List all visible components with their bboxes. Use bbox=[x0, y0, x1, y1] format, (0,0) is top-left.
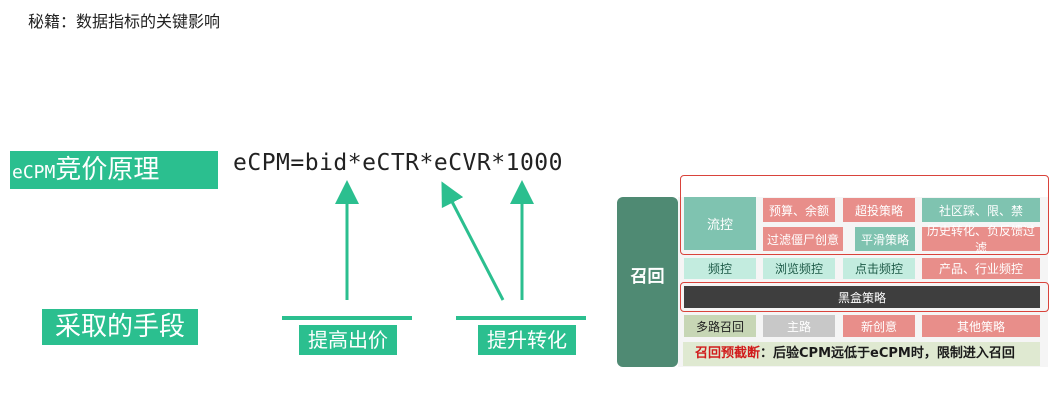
cell-blackbox: 黑盒策略 bbox=[684, 286, 1040, 308]
ecpm-principle-badge: eCPM竞价原理 bbox=[10, 151, 218, 189]
page-title: 秘籍：数据指标的关键影响 bbox=[28, 12, 221, 31]
ecpm-formula: eCPM=bid*eCTR*eCVR*1000 bbox=[233, 150, 563, 176]
highlight-box-top bbox=[680, 175, 1049, 255]
cell-budget: 预算、余额 bbox=[763, 198, 835, 222]
arrow-ectr bbox=[441, 181, 505, 301]
cell-history-filter: 历史转化、负反馈过滤 bbox=[922, 224, 1040, 255]
cell-other-strategy: 其他策略 bbox=[922, 315, 1040, 337]
ecpm-suffix: 竞价原理 bbox=[55, 155, 160, 185]
notice-red-text: 召回预截断 bbox=[695, 346, 761, 361]
cell-view-freq: 浏览频控 bbox=[763, 258, 835, 279]
recall-panel bbox=[617, 197, 678, 367]
improve-conversion-badge: 提升转化 bbox=[478, 325, 576, 355]
cell-multi-recall: 多路召回 bbox=[684, 315, 756, 337]
cell-click-freq: 点击频控 bbox=[843, 258, 915, 279]
cell-community: 社区踩、限、禁 bbox=[922, 198, 1040, 222]
cell-new-creative: 新创意 bbox=[843, 315, 915, 337]
notice-text: ：后验CPM远低于eCPM时，限制进入召回 bbox=[760, 346, 1015, 361]
raise-bid-badge: 提高出价 bbox=[299, 325, 397, 355]
means-badge: 采取的手段 bbox=[42, 309, 198, 345]
cell-freq-control: 频控 bbox=[684, 258, 756, 279]
cell-overspend: 超投策略 bbox=[843, 198, 915, 222]
raise-bid-underline bbox=[282, 316, 412, 320]
flow-control-cell: 流控 bbox=[684, 197, 756, 250]
ecpm-prefix: eCPM bbox=[12, 162, 56, 183]
cell-industry-freq: 产品、行业频控 bbox=[922, 258, 1040, 279]
cell-zombie-filter: 过滤僵尸创意 bbox=[763, 227, 843, 251]
cell-main-path: 主路 bbox=[763, 315, 835, 337]
recall-notice: 召回预截断：后验CPM远低于eCPM时，限制进入召回 bbox=[683, 342, 1040, 366]
cell-smoothing: 平滑策略 bbox=[855, 227, 915, 251]
highlight-box-blackbox bbox=[680, 282, 1049, 312]
recall-label: 召回 bbox=[630, 267, 665, 287]
improve-conversion-underline bbox=[456, 316, 586, 320]
